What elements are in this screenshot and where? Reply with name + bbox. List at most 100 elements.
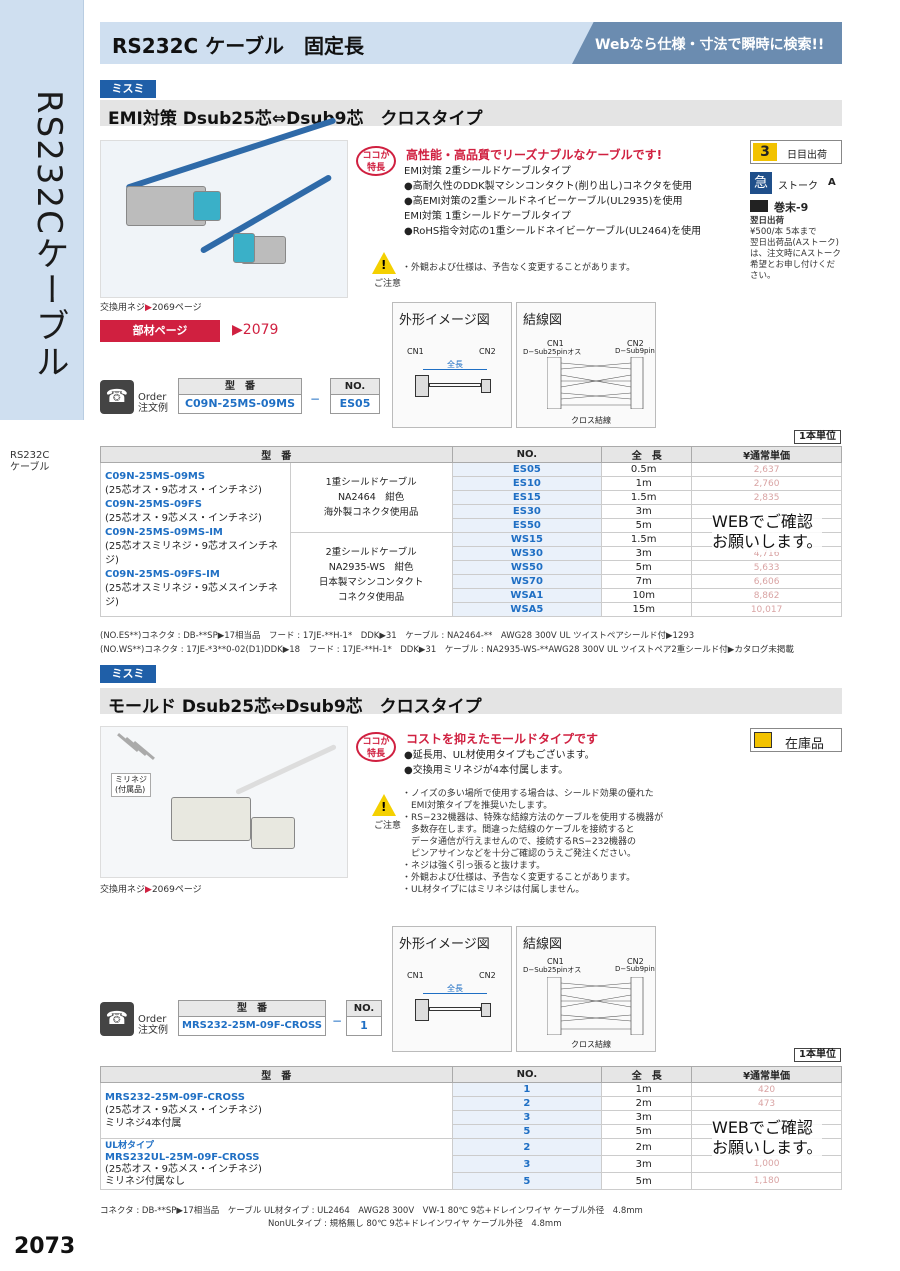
outline-diagram: 外形イメージ図 CN1 CN2 全長 <box>392 302 512 428</box>
outline-diagram: 外形イメージ図 CN1 CN2 全長 <box>392 926 512 1052</box>
connector-drawing <box>415 999 429 1021</box>
cn1-label: CN1 <box>407 347 424 356</box>
col-no: NO. <box>451 1066 603 1083</box>
warning-text: ・ノイズの多い場所で使用する場合は、シールド効果の優れた EMI対策タイプを推奨… <box>402 789 664 895</box>
cn2-label: CN2 <box>627 957 644 966</box>
order-no-head: NO. <box>331 379 379 395</box>
table-row[interactable]: MRS232-25M-09F-CROSS (25芯オス・9芯メス・インチネジ) … <box>100 1082 842 1139</box>
warning-label: ご注意 <box>374 279 402 289</box>
section2-title-bar <box>100 688 842 714</box>
order-no-value[interactable]: 1 <box>360 1019 368 1032</box>
col-no: NO. <box>451 446 603 463</box>
feature-list: EMI対策 2重シールドケーブルタイプ ●高耐久性のDDK製マシンコンタクト(削… <box>404 166 702 237</box>
warning-label: ご注意 <box>374 821 402 831</box>
order-type-head: 型 番 <box>179 1001 325 1017</box>
wiring-title: 結線図 <box>523 937 563 952</box>
arrow-icon: ▶ <box>145 885 152 895</box>
order-type-value[interactable]: MRS232-25M-09F-CROSS <box>182 1020 322 1031</box>
type-cell: C09N-25MS-09MS (25芯オス・9芯オス・インチネジ) C09N-2… <box>100 462 291 617</box>
mini-screw-image <box>111 732 161 769</box>
cn2-label: CN2 <box>479 971 496 980</box>
cn1-type: D−Sub25pinオス <box>523 966 582 974</box>
connector-25pin-image <box>171 797 251 841</box>
arrow-icon: ▶ <box>145 303 152 313</box>
cross-label: クロス結線 <box>571 1040 611 1049</box>
group1-desc: 1重シールドケーブル NA2464 紺色 海外製コネクタ使用品 <box>289 462 453 533</box>
order-dash: − <box>310 392 321 406</box>
connector-9pin-image <box>251 817 295 849</box>
cn2-label: CN2 <box>479 347 496 356</box>
feature-badge: ココが 特長 <box>356 732 396 762</box>
page-number: 2073 <box>14 1234 76 1259</box>
web-confirm-note: WEBでご確認 お願いします。 <box>712 512 823 552</box>
type-cell: MRS232-25M-09F-CROSS (25芯オス・9芯メス・インチネジ) … <box>100 1082 453 1139</box>
roll-icon <box>750 200 768 212</box>
feature-badge: ココが 特長 <box>356 146 396 176</box>
group2-desc: 2重シールドケーブル NA2935-WS 紺色 日本製マシンコンタクト コネクタ… <box>289 532 453 617</box>
connector-drawing <box>481 1003 491 1017</box>
cable-drawing <box>429 383 481 387</box>
col-price: ¥通常単価 <box>691 446 842 463</box>
stock-label: 在庫品 <box>785 737 825 752</box>
connector-25pin-image <box>126 186 206 226</box>
col-price: ¥通常単価 <box>691 1066 842 1083</box>
table-row[interactable]: C09N-25MS-09MS (25芯オス・9芯オス・インチネジ) C09N-2… <box>100 462 842 617</box>
order-type-value[interactable]: C09N-25MS-09MS <box>184 397 296 410</box>
cross-label: クロス結線 <box>571 416 611 425</box>
brand-badge: ミスミ <box>100 80 156 98</box>
wiring-lines <box>547 977 644 1035</box>
feature-headline: 高性能・高品質でリーズナブルなケーブルです! <box>406 148 663 162</box>
cn1-label: CN1 <box>547 339 564 348</box>
section1-title: EMI対策 Dsub25芯⇔Dsub9芯 クロスタイプ <box>108 109 483 129</box>
brand-badge: ミスミ <box>100 665 156 683</box>
warning-mark: ! <box>381 800 387 814</box>
cn2-label: CN2 <box>627 339 644 348</box>
stock-box: 在庫品 <box>750 728 842 752</box>
total-length-label: 全長 <box>447 360 463 369</box>
ship-label: 日目出荷 <box>787 150 827 161</box>
col-length: 全 長 <box>601 1066 693 1083</box>
wiring-lines <box>547 357 644 409</box>
arrow-icon: ▶ <box>232 322 243 338</box>
connector-hood-image <box>193 191 221 221</box>
parts-page-button[interactable]: 部材ページ <box>100 320 220 342</box>
screw-ref-link[interactable]: 交換用ネジ▶2069ページ <box>100 885 202 895</box>
outline-title: 外形イメージ図 <box>399 937 490 952</box>
header-tag-text[interactable]: Webなら仕様・寸法で瞬時に検索!! <box>595 37 825 53</box>
screw-ref-link[interactable]: 交換用ネジ▶2069ページ <box>100 303 202 313</box>
ship-days-box: 3 日目出荷 <box>750 140 842 164</box>
order-no-box: NO. 1 <box>346 1000 382 1036</box>
order-type-head: 型 番 <box>179 379 301 395</box>
warning-mark: ! <box>381 258 387 272</box>
order-phone-icon: ☎ <box>100 1002 134 1036</box>
cn2-type: D−Sub9pin <box>615 965 655 973</box>
header-tag[interactable] <box>572 22 842 64</box>
roll-label: 巻末-9 <box>774 201 809 214</box>
warning-text: ・外観および仕様は、予告なく変更することがあります。 <box>402 263 636 273</box>
footnote: コネクタ : DB-**SP▶17相当品 ケーブル UL材タイプ : UL246… <box>100 1206 643 1216</box>
parts-page-link[interactable]: ▶2079 <box>232 322 279 338</box>
express-icon: 急 <box>750 172 772 194</box>
connector-drawing <box>481 379 491 393</box>
ship-days: 3 <box>753 143 777 161</box>
sidebar-title: RS232Cケーブル <box>29 90 69 380</box>
unit-badge: 1本単位 <box>794 430 841 444</box>
cn1-label: CN1 <box>407 971 424 980</box>
col-type: 型 番 <box>100 1066 453 1083</box>
col-type: 型 番 <box>100 446 453 463</box>
product-photo: ミリネジ (付属品) <box>100 726 348 878</box>
order-phone-icon: ☎ <box>100 380 134 414</box>
order-no-box: NO. ES05 <box>330 378 380 414</box>
order-no-value[interactable]: ES05 <box>339 397 371 410</box>
order-type-box: 型 番 C09N-25MS-09MS <box>178 378 302 414</box>
